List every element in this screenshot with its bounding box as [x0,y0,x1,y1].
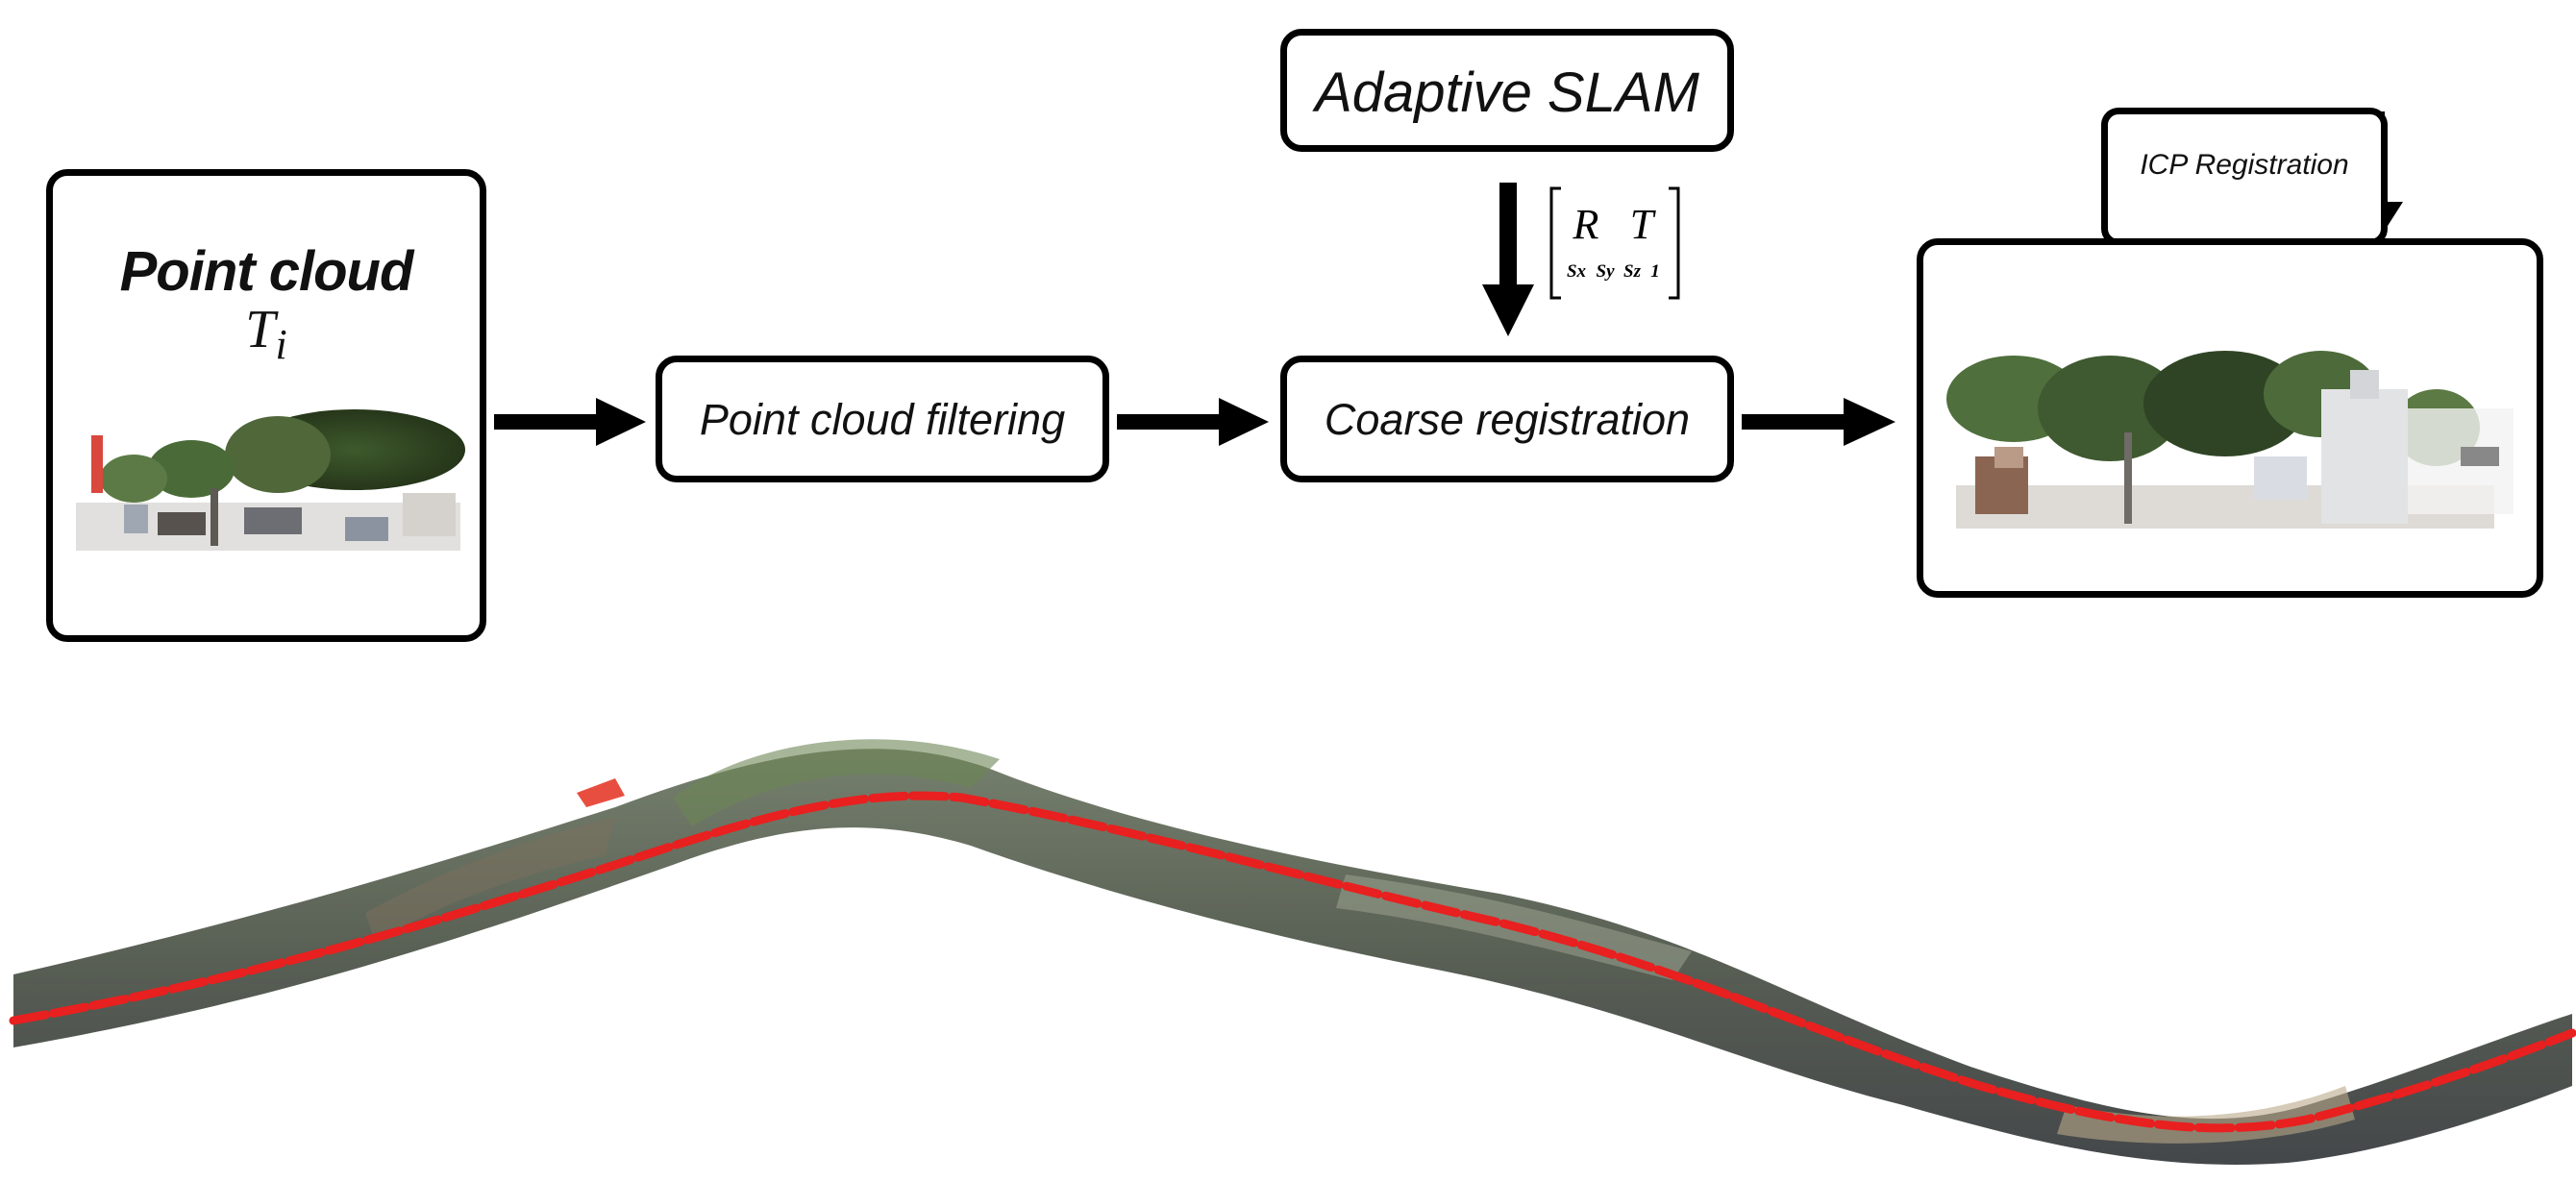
registered-point-cloud-image [1946,351,2514,529]
filtering-label: Point cloud filtering [699,395,1066,444]
transformation-matrix: R T Sx Sy Sz 1 [1549,186,1680,300]
point-cloud-input-box: Point cloud Ti [46,169,486,642]
arrow-slam-to-coarse [1482,183,1534,336]
trajectory-map [9,739,2576,1165]
trajectory-line [9,791,2576,1133]
matrix-t: T [1630,201,1657,248]
matrix-sz: Sz [1623,261,1642,282]
matrix-r: R [1573,201,1599,248]
coarse-registration-box: Coarse registration [1280,356,1734,482]
icp-registration-box: ICP Registration [2101,108,2388,246]
icp-registration-label: ICP Registration [2140,149,2349,181]
point-cloud-symbol: Ti [53,299,480,369]
symbol-t: T [245,300,276,359]
coarse-registration-label: Coarse registration [1324,395,1691,444]
point-cloud-map-band [13,749,2572,1165]
matrix-one: 1 [1650,261,1660,282]
adaptive-slam-box: Adaptive SLAM [1280,29,1734,152]
input-point-cloud-image [76,409,465,551]
registered-point-cloud-box [1917,238,2543,598]
arrow-input-to-filter [494,398,646,446]
arrow-filter-to-coarse [1117,398,1269,446]
matrix-sy: Sy [1597,261,1616,282]
point-cloud-title: Point cloud [119,240,414,303]
matrix-sx: Sx [1567,261,1587,282]
adaptive-slam-label: Adaptive SLAM [1315,62,1699,124]
filtering-box: Point cloud filtering [656,356,1109,482]
arrow-coarse-to-result [1742,398,1895,446]
symbol-subscript: i [275,321,287,369]
